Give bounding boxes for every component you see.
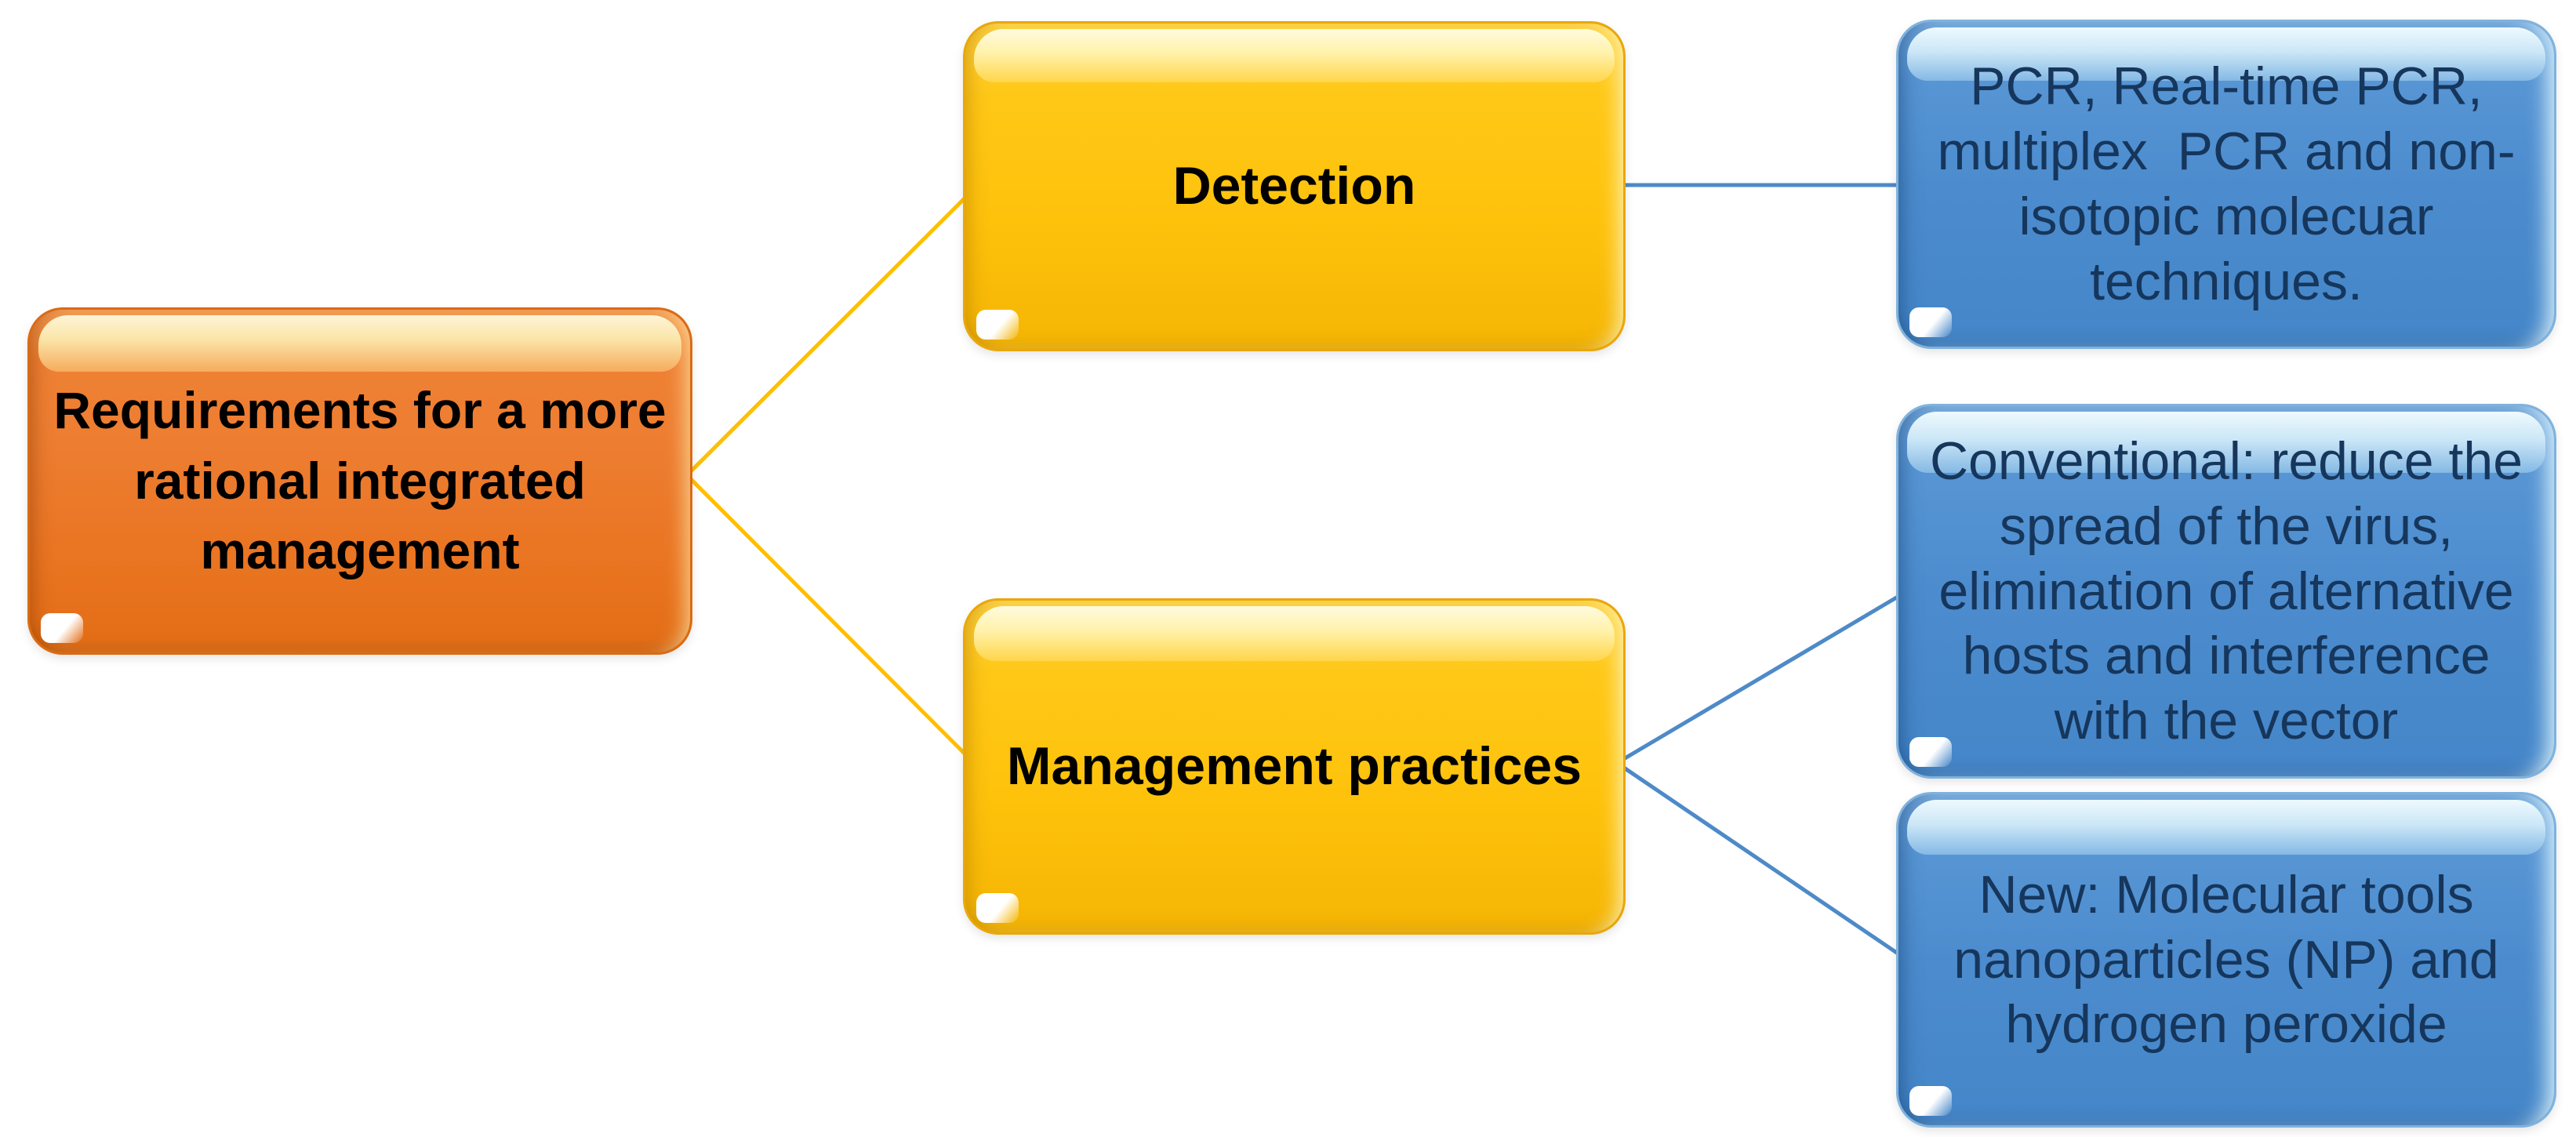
node-root-label: Requirements for a more rational integra… xyxy=(53,380,667,580)
gloss-highlight xyxy=(38,315,681,372)
node-new-practices-label: New: Molecular tools nanoparticles (NP) … xyxy=(1953,864,2499,1055)
node-management-label: Management practices xyxy=(1006,736,1582,797)
node-new-practices: New: Molecular tools nanoparticles (NP) … xyxy=(1896,792,2556,1128)
connector-root-to-management xyxy=(685,473,979,768)
connector-management-to-conventional xyxy=(1615,589,1909,765)
corner-glint xyxy=(976,893,1019,923)
node-root: Requirements for a more rational integra… xyxy=(27,307,692,655)
node-management: Management practices xyxy=(963,598,1626,935)
gloss-highlight xyxy=(974,29,1615,83)
corner-glint xyxy=(41,613,83,643)
corner-glint xyxy=(976,310,1019,340)
node-detection-label: Detection xyxy=(1172,156,1416,216)
corner-glint xyxy=(1909,1086,1952,1116)
node-conventional-practices-label: Conventional: reduce the spread of the v… xyxy=(1929,430,2523,751)
node-pcr-techniques: PCR, Real-time PCR, multiplex PCR and no… xyxy=(1896,20,2556,349)
connector-management-to-new xyxy=(1615,761,1909,962)
gloss-highlight xyxy=(1907,800,2545,855)
node-detection: Detection xyxy=(963,21,1626,351)
connector-root-to-detection xyxy=(685,183,979,478)
node-pcr-techniques-label: PCR, Real-time PCR, multiplex PCR and no… xyxy=(1937,56,2516,311)
node-conventional-practices: Conventional: reduce the spread of the v… xyxy=(1896,404,2556,779)
gloss-highlight xyxy=(974,606,1615,661)
